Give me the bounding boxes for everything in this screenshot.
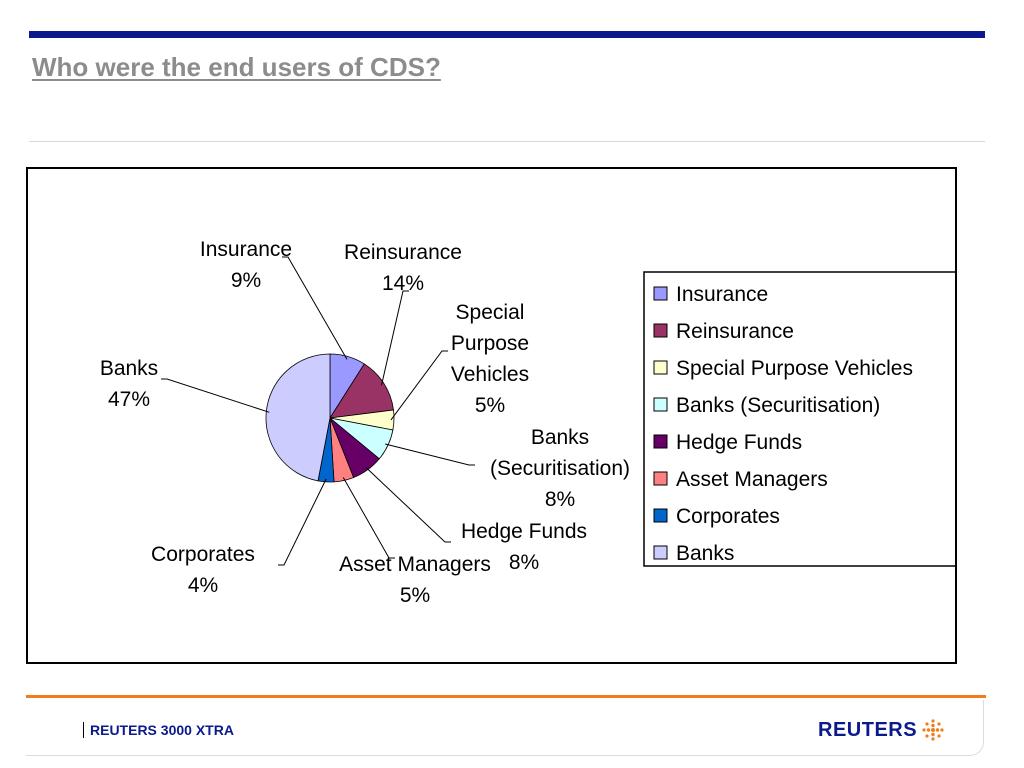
data-label-special-purpose-vehicles: Special <box>456 301 525 324</box>
pie-slice-banks <box>265 353 331 482</box>
legend-label-banks-securitisation: Banks (Securitisation) <box>676 394 880 417</box>
leader-line-insurance <box>282 256 348 360</box>
legend-swatch-reinsurance <box>653 323 668 338</box>
data-label-special-purpose-vehicles: Vehicles <box>451 363 529 386</box>
legend-label-insurance: Insurance <box>676 283 768 306</box>
legend-label-corporates: Corporates <box>676 505 780 528</box>
legend-label-banks: Banks <box>676 542 734 565</box>
legend-label-reinsurance: Reinsurance <box>676 320 794 343</box>
data-label-special-purpose-vehicles: 5% <box>475 394 505 417</box>
legend-label-hedge-funds: Hedge Funds <box>676 431 802 454</box>
pie-slices <box>265 353 395 483</box>
leader-line-asset-managers <box>342 477 395 559</box>
footer-accent-line <box>26 695 986 698</box>
footer-panel <box>26 700 984 756</box>
reuters-logo: REUTERS <box>818 715 945 745</box>
data-label-insurance: 9% <box>231 269 261 292</box>
legend-box <box>643 271 955 567</box>
reuters-dots-icon <box>922 719 944 741</box>
data-label-special-purpose-vehicles: Purpose <box>451 332 529 355</box>
legend-swatch-corporates <box>653 508 668 523</box>
data-label-reinsurance: 14% <box>382 272 424 295</box>
leader-lines <box>161 256 475 566</box>
leader-line-corporates <box>278 478 327 566</box>
leader-line-hedge-funds <box>365 467 451 543</box>
leader-line-banks-securitisation <box>385 443 475 466</box>
data-label-asset-managers: 5% <box>400 584 430 607</box>
header-bar <box>29 31 985 38</box>
legend-swatch-banks-securitisation <box>653 397 668 412</box>
data-label-reinsurance: Reinsurance <box>344 241 462 264</box>
legend-label-asset-managers: Asset Managers <box>676 468 828 491</box>
legend-swatch-banks <box>653 545 668 560</box>
title-divider <box>29 141 985 142</box>
data-label-banks-securitisation: 8% <box>545 488 575 511</box>
data-labels: Insurance 9% Reinsurance 14% SpecialPurposeV… <box>100 238 630 607</box>
leader-line-banks <box>161 378 270 413</box>
leader-line-special-purpose-vehicles <box>390 350 448 421</box>
data-label-banks: 47% <box>108 388 150 411</box>
footer-separator <box>83 722 84 738</box>
legend-label-special-purpose-vehicles: Special Purpose Vehicles <box>676 357 913 380</box>
page-title: Who were the end users of CDS? <box>32 52 441 82</box>
data-label-banks: Banks <box>100 357 158 380</box>
data-label-banks-securitisation: (Securitisation) <box>490 457 630 480</box>
leader-line-reinsurance <box>381 290 409 386</box>
pie-chart: Insurance 9% Reinsurance 14% SpecialPurposeV… <box>100 238 955 607</box>
legend-swatch-asset-managers <box>653 471 668 486</box>
brand-name: REUTERS <box>818 718 918 741</box>
data-label-corporates: 4% <box>188 574 218 597</box>
data-label-insurance: Insurance <box>200 238 292 261</box>
legend-swatch-insurance <box>653 286 668 301</box>
data-label-banks-securitisation: Banks <box>531 426 589 449</box>
footer-product-name: REUTERS 3000 XTRA <box>90 722 234 738</box>
legend-swatch-hedge-funds <box>653 434 668 449</box>
legend-swatch-special-purpose-vehicles <box>653 360 668 375</box>
data-label-hedge-funds: 8% <box>509 551 539 574</box>
data-label-corporates: Corporates <box>151 543 255 566</box>
data-label-hedge-funds: Hedge Funds <box>461 520 587 543</box>
data-label-asset-managers: Asset Managers <box>339 553 491 576</box>
pie-slice-reinsurance <box>329 363 394 419</box>
